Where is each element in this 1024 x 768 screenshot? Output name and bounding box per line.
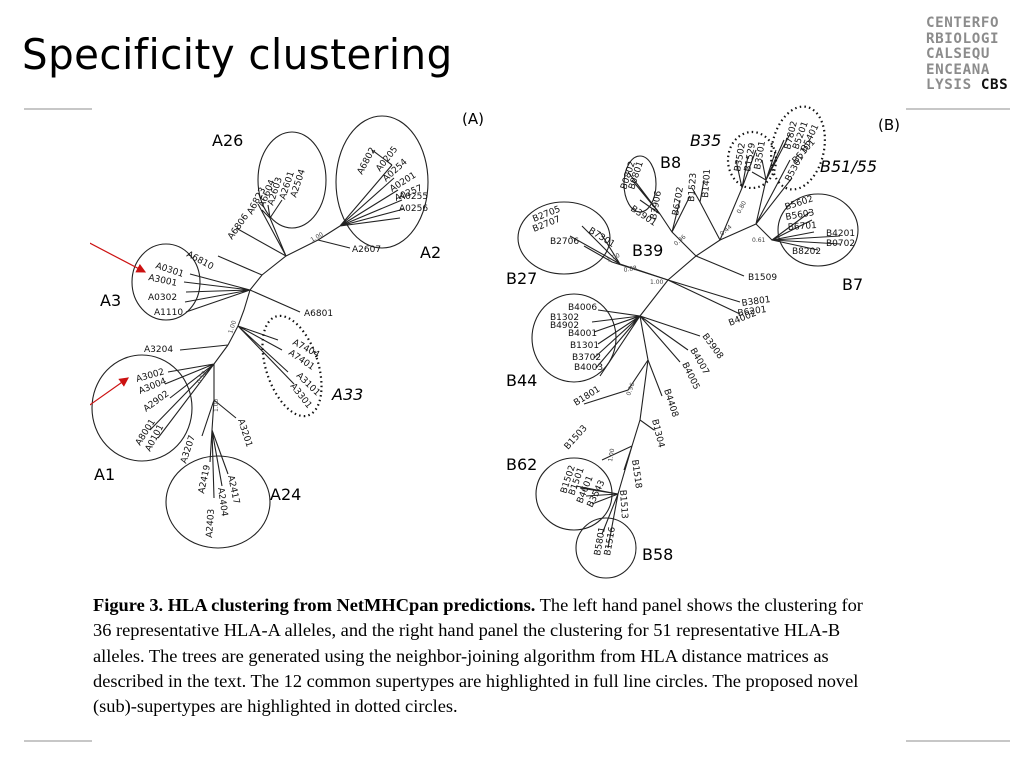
logo-lysis: LYSIS bbox=[926, 77, 972, 94]
boot-a-4: 1.00 bbox=[213, 398, 220, 412]
tree-b-branches bbox=[569, 133, 841, 549]
boot-b-8: 1.00 bbox=[607, 448, 616, 463]
leaf-a2607: A2607 bbox=[352, 245, 381, 255]
leaf-b6702: B6702 bbox=[671, 186, 686, 216]
figure-panel-a-bg bbox=[92, 108, 500, 552]
panel-a-label: (A) bbox=[462, 110, 484, 128]
leaf-b4003: B4003 bbox=[574, 363, 603, 373]
group-b27: B27 bbox=[506, 269, 537, 288]
leaf-b2706: B2706 bbox=[550, 237, 579, 247]
group-b44: B44 bbox=[506, 371, 537, 390]
group-b58: B58 bbox=[642, 545, 673, 564]
tree-a-groups: A26 A2 A3 A33 A1 A24 bbox=[94, 131, 441, 504]
leaf-a1110: A1110 bbox=[154, 308, 183, 318]
tree-b-groups: B35 B8 B51/55 B39 B27 B7 B44 B62 B58 bbox=[506, 131, 877, 564]
group-b5155: B51/55 bbox=[820, 157, 877, 176]
pointer-arrow-a1 bbox=[90, 377, 129, 406]
tree-b-rings bbox=[517, 105, 859, 579]
leaf-b3502: B3502 bbox=[733, 142, 748, 172]
pointer-arrow-a3 bbox=[90, 242, 147, 273]
leaf-b1302: B1302 bbox=[550, 313, 579, 323]
leaf-b4201: B4201 bbox=[826, 229, 855, 239]
ring-b58 bbox=[575, 517, 637, 579]
leaf-b5801: B5801 bbox=[593, 526, 608, 556]
leaf-b6701: B6701 bbox=[788, 221, 818, 233]
leaf-b1513: B1513 bbox=[617, 490, 629, 520]
leaf-b1301: B1301 bbox=[570, 341, 599, 351]
boot-b-9: 0.88 bbox=[623, 265, 638, 274]
group-b62: B62 bbox=[506, 455, 537, 474]
leaf-a0302: A0302 bbox=[148, 293, 177, 303]
ring-b8 bbox=[623, 155, 657, 213]
leaf-b8202: B8202 bbox=[792, 247, 821, 257]
clustering-figure: (A) A2601 A2504 A2603 A6604 A6823 A6806 … bbox=[90, 105, 902, 579]
leaf-b3801: B3801 bbox=[741, 295, 771, 309]
leaf-b1401: B1401 bbox=[701, 168, 713, 198]
slide-title: Specificity clustering bbox=[22, 30, 453, 79]
group-a33: A33 bbox=[331, 385, 363, 404]
group-b35: B35 bbox=[690, 131, 721, 150]
logo-line: RBIOLOGI bbox=[926, 30, 1000, 47]
group-a26: A26 bbox=[212, 131, 243, 150]
logo-cbs: CBS bbox=[980, 77, 1009, 94]
figure-caption: Figure 3. HLA clustering from NetMHCpan … bbox=[93, 593, 873, 719]
leaf-a6801: A6801 bbox=[304, 309, 333, 319]
figure-panel-b-bg bbox=[506, 108, 902, 578]
leaf-b6201: B6201 bbox=[737, 305, 767, 319]
top-rule-left bbox=[24, 108, 92, 110]
leaf-a0255: A0255 bbox=[399, 192, 428, 202]
group-b8: B8 bbox=[660, 153, 681, 172]
logo-line: CALSEQU bbox=[926, 46, 990, 63]
leaf-a3204: A3204 bbox=[144, 345, 173, 355]
caption-body: The left hand panel shows the clustering… bbox=[93, 595, 863, 717]
logo-line: ENCEANA bbox=[926, 61, 990, 78]
leaf-b3702: B3702 bbox=[572, 353, 601, 363]
bottom-rule-left bbox=[24, 740, 92, 742]
tree-a-branches bbox=[149, 149, 405, 499]
ring-a24 bbox=[165, 455, 271, 549]
leaf-b4006: B4006 bbox=[568, 303, 597, 313]
ring-a33 bbox=[261, 314, 323, 418]
ring-a2 bbox=[335, 115, 429, 249]
ring-a26 bbox=[257, 131, 327, 229]
group-a24: A24 bbox=[270, 485, 301, 504]
ring-a3 bbox=[131, 243, 201, 321]
caption-title: Figure 3. HLA clustering from NetMHCpan … bbox=[93, 595, 536, 615]
cbs-logo: CENTERFO RBIOLOGI CALSEQU ENCEANA LYSIS … bbox=[926, 15, 1010, 94]
boot-a-2: 1.00 bbox=[227, 320, 238, 335]
tree-a-rings bbox=[91, 115, 429, 549]
leaf-b0702: B0702 bbox=[826, 239, 855, 249]
boot-b-4: 1.00 bbox=[606, 252, 621, 264]
ring-b5155 bbox=[770, 105, 826, 191]
ring-b62 bbox=[535, 457, 613, 531]
group-a1: A1 bbox=[94, 465, 115, 484]
leaf-b3501: B3501 bbox=[753, 140, 768, 170]
group-a2: A2 bbox=[420, 243, 441, 262]
leaf-a2404: A2404 bbox=[215, 487, 229, 517]
boot-b-6: 1.00 bbox=[650, 279, 664, 286]
leaf-a2403: A2403 bbox=[205, 509, 217, 539]
ring-b7 bbox=[777, 193, 859, 267]
leaf-b1523: B1523 bbox=[687, 172, 699, 202]
ring-b27 bbox=[517, 201, 611, 275]
boot-b-7: 0.96 bbox=[625, 382, 636, 397]
leaf-b1509: B1509 bbox=[748, 273, 777, 283]
bottom-rule-right bbox=[906, 740, 1010, 742]
leaf-a0256: A0256 bbox=[399, 204, 428, 214]
leaf-b1518: B1518 bbox=[629, 459, 643, 489]
boot-b-3: 0.61 bbox=[752, 237, 766, 244]
logo-line: LYSIS CBS bbox=[926, 78, 1010, 94]
group-b39: B39 bbox=[632, 241, 663, 260]
leaf-b4902: B4902 bbox=[550, 321, 579, 331]
logo-line: CENTERFO bbox=[926, 15, 1000, 31]
ring-b44 bbox=[531, 293, 617, 383]
panel-b-label: (B) bbox=[878, 116, 900, 134]
group-b7: B7 bbox=[842, 275, 863, 294]
leaf-b4001: B4001 bbox=[568, 329, 597, 339]
ring-a1 bbox=[91, 354, 193, 462]
leaf-b5603: B5603 bbox=[785, 208, 815, 223]
top-rule-right bbox=[906, 108, 1010, 110]
ring-b35 bbox=[726, 130, 778, 190]
group-a3: A3 bbox=[100, 291, 121, 310]
